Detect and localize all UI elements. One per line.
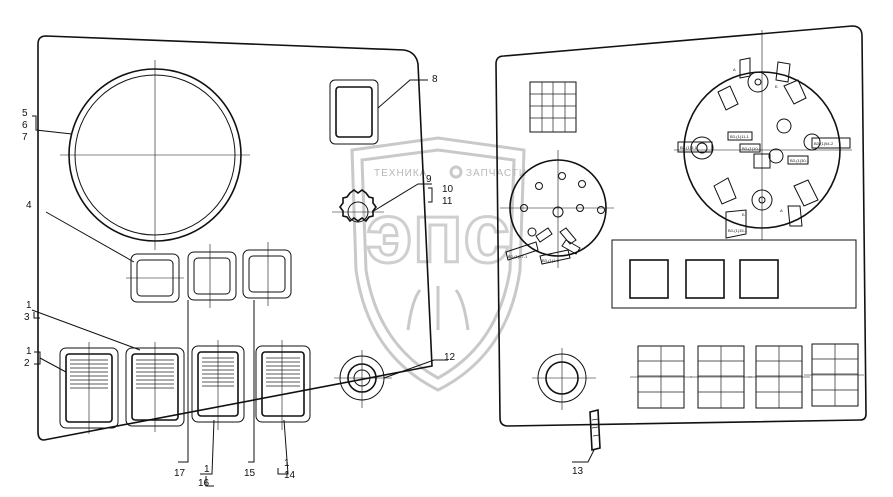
watermark-text-1: ТЕХНИКА [374,168,427,179]
fuse-grid-small [529,81,577,133]
callout-13: 13 [572,466,584,477]
terminal-label-t2: ВЗ-(1)11-1 [730,134,750,139]
large-gauge [60,60,250,250]
terminal-label-a2: А [780,208,783,213]
callout-6: 6 [22,120,28,131]
terminal-label-t6: ВЗ-(1)15-1 [728,228,748,233]
callout-4: 4 [26,200,32,211]
leader-lines [31,79,448,487]
terminal-label-t1: ВЗ-(1)5-1 [680,145,698,150]
terminal-label-b: Б [775,84,778,89]
watermark-text-2: ЗАПЧАСТИ [466,168,527,179]
callout-1c: 1 [204,464,210,475]
terminal-label-t3: ВЗ-(1)10-1 [742,146,762,151]
callout-8: 8 [432,74,438,85]
terminal-label-t7: ВЗ-(1)27-1 [508,254,528,259]
terminal-label-b2: Б [742,212,745,217]
indicator-lamp-4 [126,253,184,303]
callout-15: 15 [244,468,256,479]
gear-icon [449,165,463,179]
callout-12: 12 [444,352,456,363]
callout-11: 11 [442,196,453,207]
watermark-logo: эпс [366,186,510,280]
rotary-knob-9 [332,189,384,223]
rocker-switch-1 [59,342,119,434]
callout-1b: 1 [26,346,32,357]
callout-1a: 1 [26,300,32,311]
rocker-switch-2 [125,342,185,432]
indicator-strip [611,239,857,309]
fuse-grid-4 [804,343,864,407]
callout-17: 17 [174,468,186,479]
connector-block-right: А Б Б А ВЗ-(1)5-1 ВЗ-(1)11-1 ВЗ-(1)10-1 … [508,30,852,263]
terminal-label-a: А [733,67,736,72]
callout-9: 9 [426,174,432,185]
rocker-switch-3 [191,340,245,430]
callout-1d: 1 [284,458,290,469]
indicator-lamp-15 [242,242,292,306]
terminal-label-t5: ВЗ-(1)54-2 [814,141,834,146]
fuse-grid-1 [630,345,692,409]
right-panel: А Б Б А ВЗ-(1)5-1 ВЗ-(1)11-1 ВЗ-(1)10-1 … [495,25,867,477]
callout-16: 16 [198,478,210,489]
callout-5: 5 [22,108,28,119]
callout-10: 10 [442,184,454,195]
watermark: ТЕХНИКА ЗАПЧАСТИ эпс [350,136,527,392]
callout-3: 3 [24,312,30,323]
rocker-switch-4 [255,340,311,430]
callout-2: 2 [24,358,30,369]
wire-clip-13 [572,408,601,463]
left-panel: 5 6 7 8 9 10 11 4 1 3 1 2 12 17 1 16 15 … [22,35,456,489]
round-button-right [532,348,596,410]
connector-block-left [500,150,614,268]
fuse-grid-2 [690,345,752,409]
callout-14: 14 [284,470,296,481]
terminal-label-t8: ВЗ-(1)1-1 [542,258,560,263]
terminal-label-t4: ВЗ-(1)30-1 [790,158,810,163]
callout-7: 7 [22,132,28,143]
warning-lamp-8 [329,79,379,145]
indicator-lamp-17 [187,244,237,308]
fuse-grid-3 [748,345,810,409]
